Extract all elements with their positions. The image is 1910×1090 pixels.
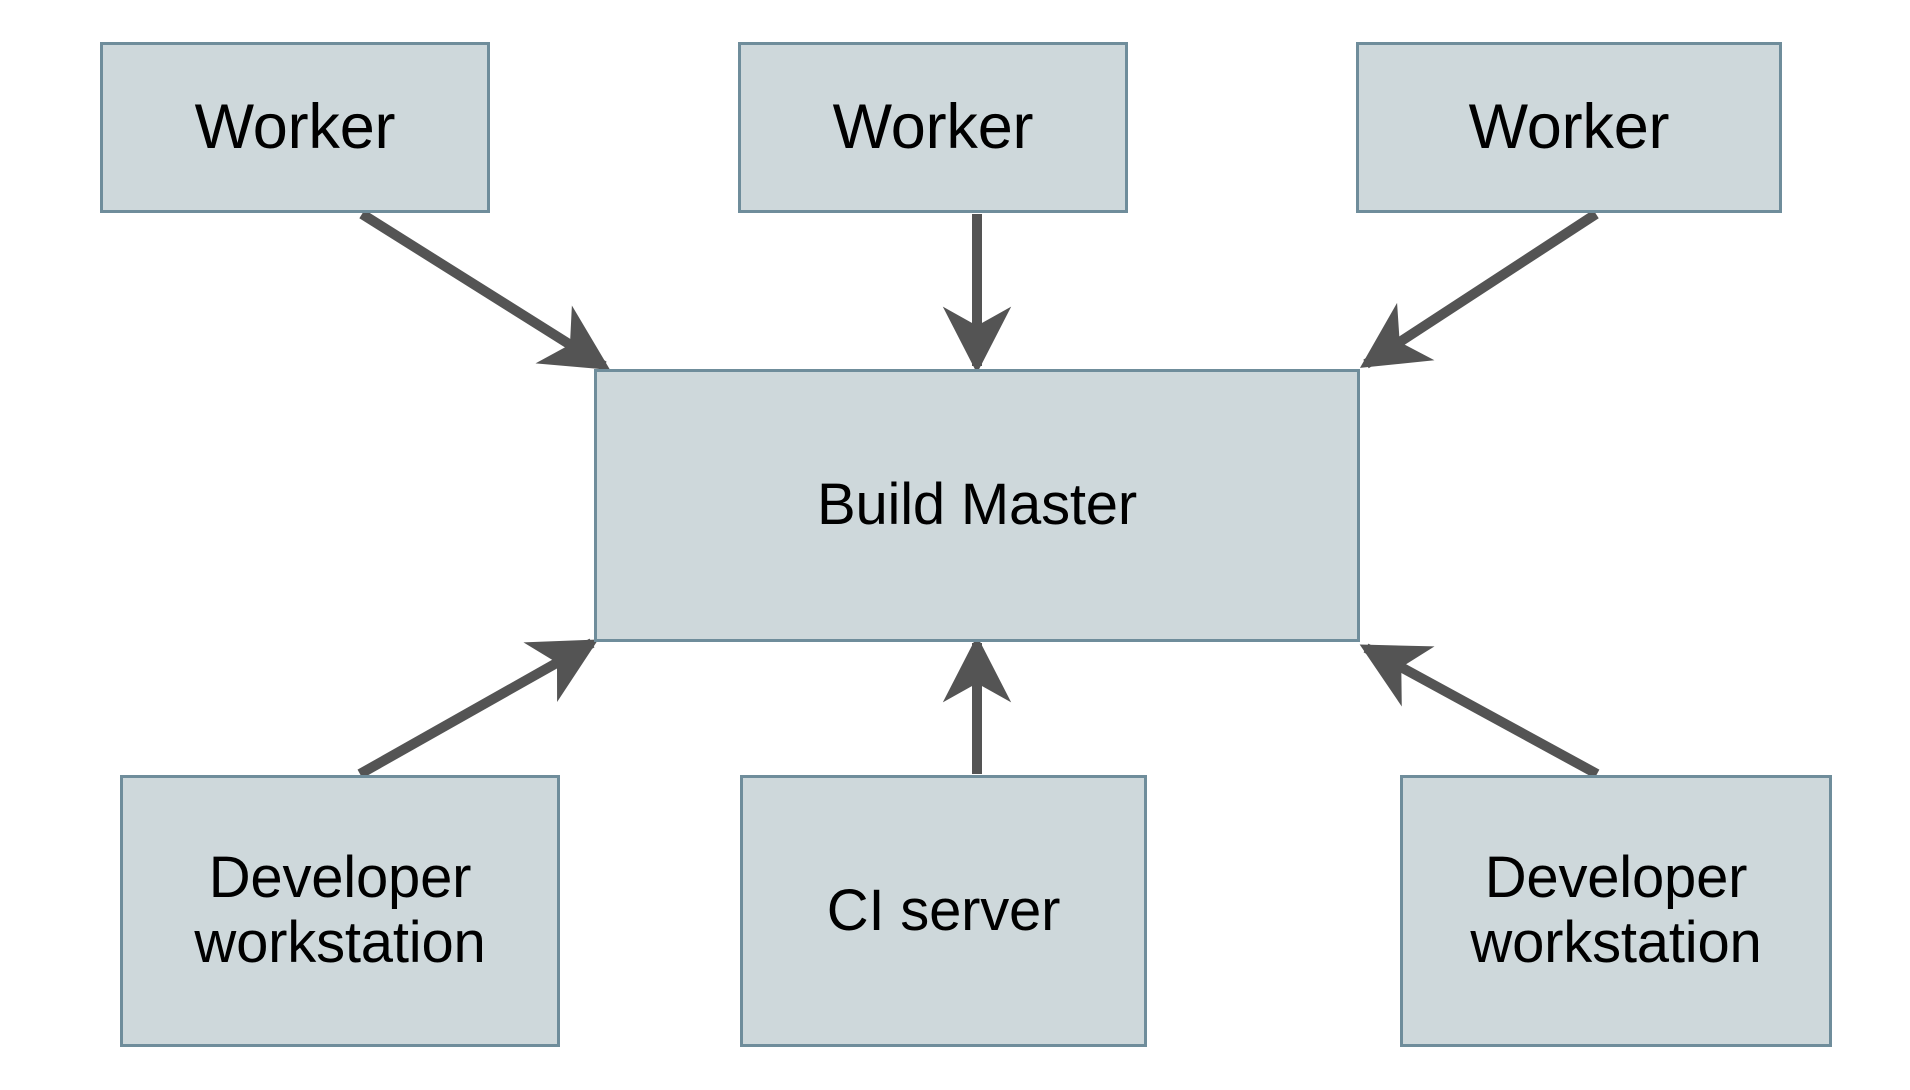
node-developer-workstation-right[interactable]: Developer workstation — [1400, 775, 1832, 1047]
node-developer-workstation-right-label: Developer workstation — [1470, 845, 1762, 975]
node-worker-right[interactable]: Worker — [1356, 42, 1782, 213]
node-developer-workstation-left[interactable]: Developer workstation — [120, 775, 560, 1047]
edge-worker-right-to-master — [1359, 209, 1599, 369]
node-build-master[interactable]: Build Master — [594, 369, 1360, 642]
node-worker-middle[interactable]: Worker — [738, 42, 1128, 213]
node-worker-middle-label: Worker — [832, 92, 1034, 163]
node-ci-server[interactable]: CI server — [740, 775, 1147, 1047]
node-ci-server-label: CI server — [826, 877, 1061, 943]
node-worker-right-label: Worker — [1468, 92, 1670, 163]
edge-dev-left-to-master — [357, 638, 599, 779]
edge-worker-left-to-master — [359, 209, 611, 371]
edge-dev-right-to-master — [1359, 643, 1600, 779]
node-developer-workstation-left-label: Developer workstation — [194, 845, 486, 975]
node-build-master-label: Build Master — [817, 472, 1137, 538]
node-worker-left[interactable]: Worker — [100, 42, 490, 213]
node-worker-left-label: Worker — [194, 92, 396, 163]
